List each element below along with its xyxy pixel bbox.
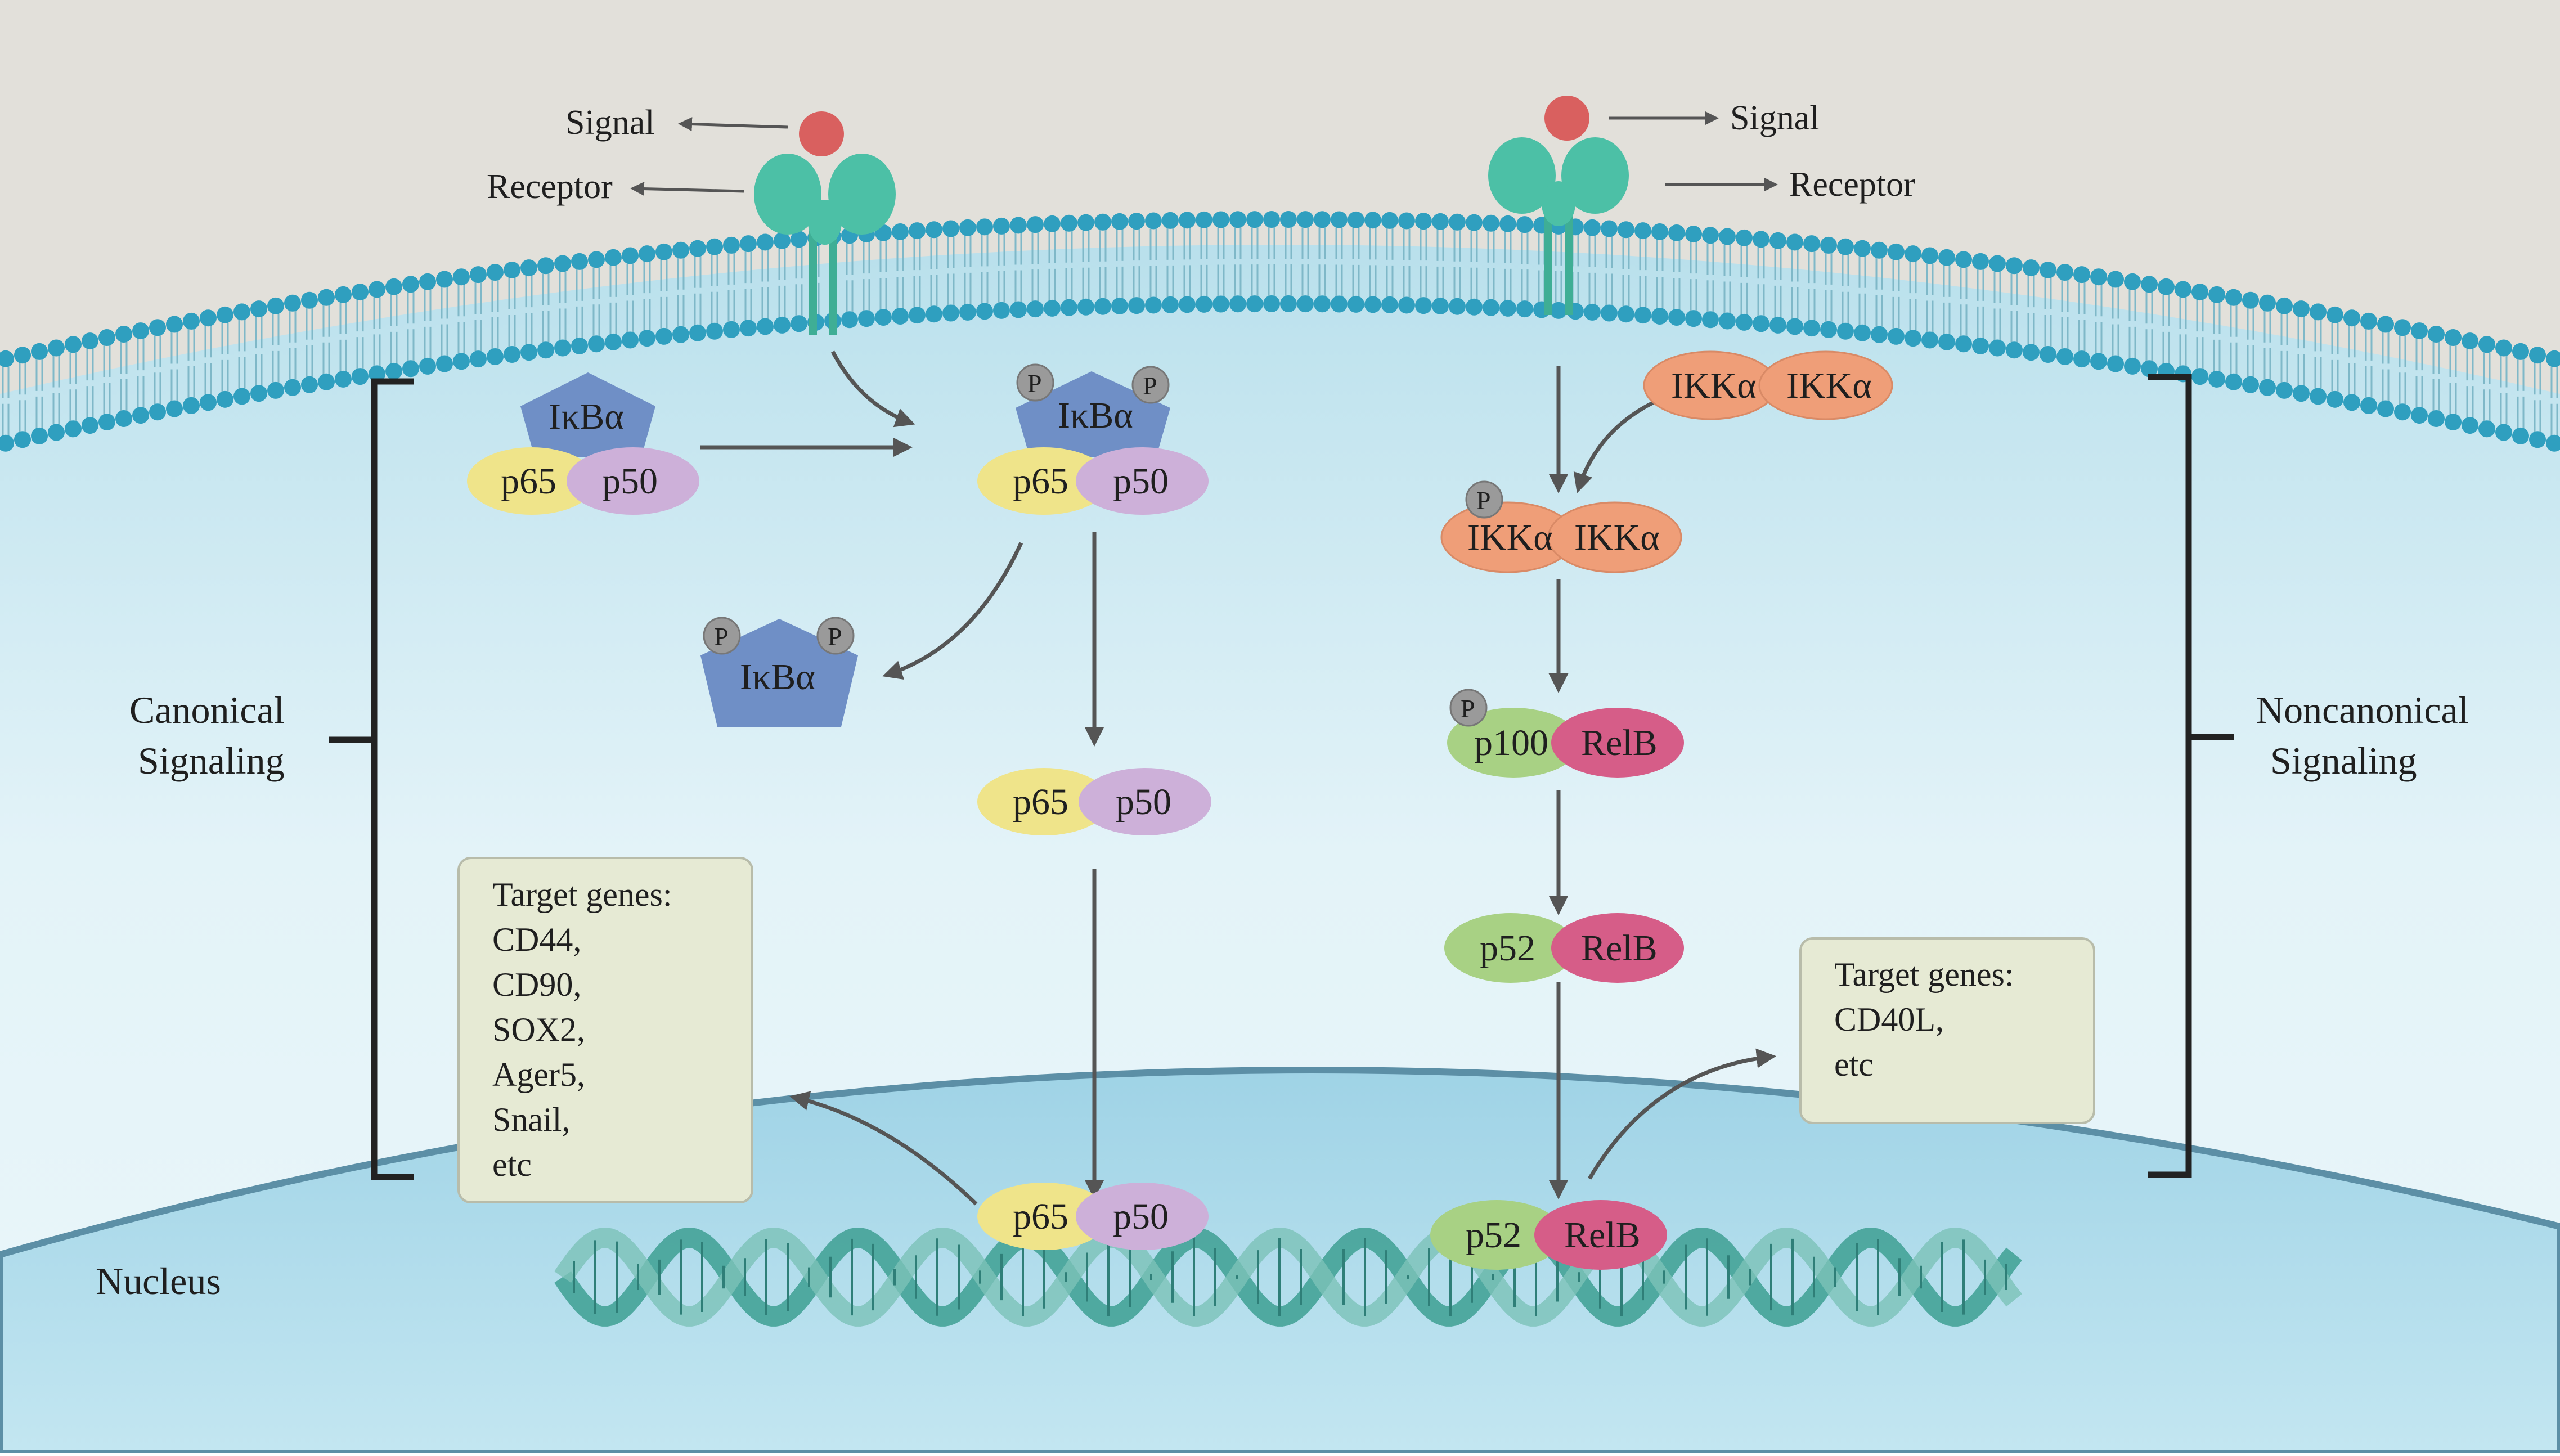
- svg-text:p65: p65: [1013, 461, 1068, 502]
- canonical-target-gene: Snail,: [492, 1101, 570, 1138]
- phospho-ikba-p65-p50-complex: IκBα P P p65 p50: [977, 363, 1209, 515]
- noncanonical-label-line2: Signaling: [2270, 739, 2417, 782]
- receptor-label-right: Receptor: [1789, 165, 1915, 204]
- svg-text:p52: p52: [1466, 1215, 1521, 1256]
- noncanonical-bracket: [2148, 374, 2234, 1178]
- svg-text:p50: p50: [1113, 1196, 1169, 1237]
- p52-relb-complex: p52 RelB: [1444, 913, 1684, 983]
- nuclear-p65-p50-dimer: p65 p50: [977, 1183, 1209, 1250]
- canonical-target-gene: CD44,: [492, 921, 581, 958]
- canonical-target-genes-box: Target genes: CD44, CD90, SOX2, Ager5, S…: [457, 857, 753, 1203]
- svg-text:P: P: [1461, 694, 1475, 723]
- nucleus-label: Nucleus: [96, 1260, 221, 1302]
- signal-label-left: Signal: [565, 104, 654, 142]
- svg-text:IκBα: IκBα: [1058, 395, 1133, 436]
- svg-text:p52: p52: [1480, 928, 1535, 969]
- p100-relb-complex: p100 RelB P: [1447, 689, 1684, 778]
- cell-membrane: [0, 211, 2560, 452]
- svg-text:IKKα: IKKα: [1671, 365, 1757, 406]
- svg-text:P: P: [1476, 486, 1491, 515]
- signal-ligand-left: [799, 111, 844, 156]
- ikba-p65-p50-complex: IκBα p65 p50: [467, 372, 699, 515]
- dna-helix: [554, 1228, 2022, 1327]
- canonical-target-gene: CD90,: [492, 966, 581, 1003]
- svg-text:P: P: [828, 622, 842, 651]
- svg-text:p65: p65: [501, 461, 556, 502]
- receptor-arrow-left: [630, 182, 744, 196]
- svg-text:P: P: [1027, 369, 1042, 398]
- p65-p50-dimer: p65 p50: [977, 768, 1211, 835]
- signal-ligand-right: [1544, 96, 1589, 141]
- pathway-arrows: [700, 350, 1776, 1206]
- signal-arrow-left: [678, 117, 788, 132]
- canonical-target-gene: Ager5,: [492, 1056, 585, 1093]
- svg-text:RelB: RelB: [1564, 1215, 1641, 1256]
- svg-text:p65: p65: [1013, 1196, 1068, 1237]
- canonical-target-title: Target genes:: [492, 876, 672, 913]
- svg-text:p65: p65: [1013, 781, 1068, 823]
- svg-text:RelB: RelB: [1581, 928, 1658, 969]
- signal-label-right: Signal: [1730, 99, 1819, 137]
- canonical-bracket: [329, 378, 414, 1180]
- svg-text:p50: p50: [602, 461, 658, 502]
- noncanonical-target-genes-box: Target genes: CD40L, etc: [1799, 937, 2095, 1124]
- svg-text:p50: p50: [1113, 461, 1169, 502]
- receptor-left: [754, 154, 896, 335]
- svg-text:IκBα: IκBα: [549, 396, 624, 437]
- phospho-ikka-dimer: IKKα IKKα P: [1440, 480, 1682, 573]
- canonical-label-line1: Canonical: [129, 689, 285, 731]
- noncanonical-target-gene: etc: [1834, 1046, 1874, 1083]
- canonical-target-gene: SOX2,: [492, 1011, 585, 1048]
- noncanonical-target-gene: CD40L,: [1834, 1001, 1944, 1038]
- svg-text:P: P: [1143, 371, 1157, 400]
- ikka-dimer: IKKα IKKα: [1643, 350, 1893, 420]
- svg-text:RelB: RelB: [1581, 722, 1658, 763]
- receptor-right: [1488, 137, 1629, 315]
- released-phospho-ikba: IκBα P P: [700, 617, 858, 727]
- svg-text:p50: p50: [1116, 781, 1171, 823]
- svg-text:IKKα: IKKα: [1467, 517, 1553, 558]
- canonical-label-line2: Signaling: [138, 739, 285, 782]
- nuclear-p52-relb-complex: p52 RelB: [1430, 1200, 1667, 1270]
- canonical-target-gene: etc: [492, 1146, 532, 1183]
- noncanonical-label-line1: Noncanonical: [2256, 689, 2469, 731]
- noncanonical-target-title: Target genes:: [1834, 956, 2014, 993]
- svg-text:p100: p100: [1474, 722, 1548, 763]
- svg-text:IKKα: IKKα: [1574, 517, 1660, 558]
- svg-text:IκBα: IκBα: [740, 657, 815, 698]
- svg-text:P: P: [714, 622, 729, 651]
- svg-text:IKKα: IKKα: [1786, 365, 1872, 406]
- receptor-label-left: Receptor: [487, 168, 613, 206]
